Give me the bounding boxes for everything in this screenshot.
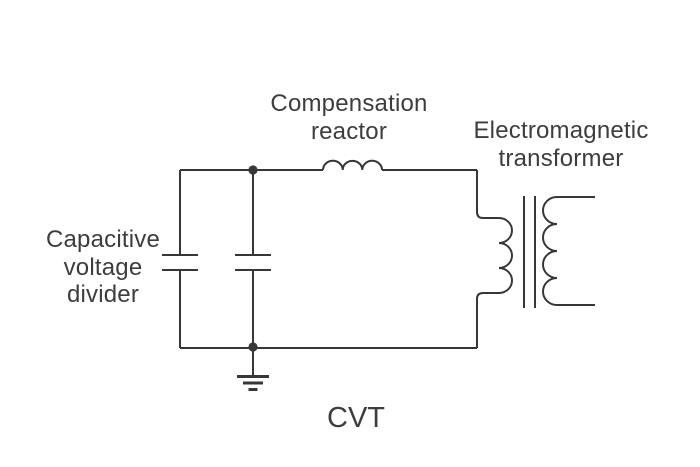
capacitor-middle-icon xyxy=(235,254,271,271)
label-line: Capacitive xyxy=(45,226,161,253)
label-compensation-reactor: Compensation reactor xyxy=(270,90,427,145)
junction-dot-top xyxy=(248,165,258,175)
ground-icon xyxy=(237,348,269,391)
junction-dots xyxy=(248,165,258,352)
label-line: Electromagnetic xyxy=(473,117,649,144)
label-electromagnetic-transformer: Electromagnetic transformer xyxy=(473,117,648,172)
transformer-secondary-coil xyxy=(542,196,595,306)
transformer-core-icon xyxy=(523,196,536,308)
label-capacitive-voltage-divider: Capacitive voltage divider xyxy=(46,226,160,309)
label-line: voltage xyxy=(63,253,143,281)
label-line: divider xyxy=(66,281,140,308)
junction-dot-bottom xyxy=(248,342,258,352)
label-line: transformer xyxy=(498,144,624,172)
diagram-caption: CVT xyxy=(327,402,385,434)
label-line: Compensation xyxy=(270,90,428,117)
capacitor-left-icon xyxy=(162,254,198,271)
circuit-wires xyxy=(162,159,595,391)
transformer-primary-coil xyxy=(476,170,513,348)
label-line: reactor xyxy=(310,117,388,145)
reactor-coil-icon xyxy=(322,159,383,171)
